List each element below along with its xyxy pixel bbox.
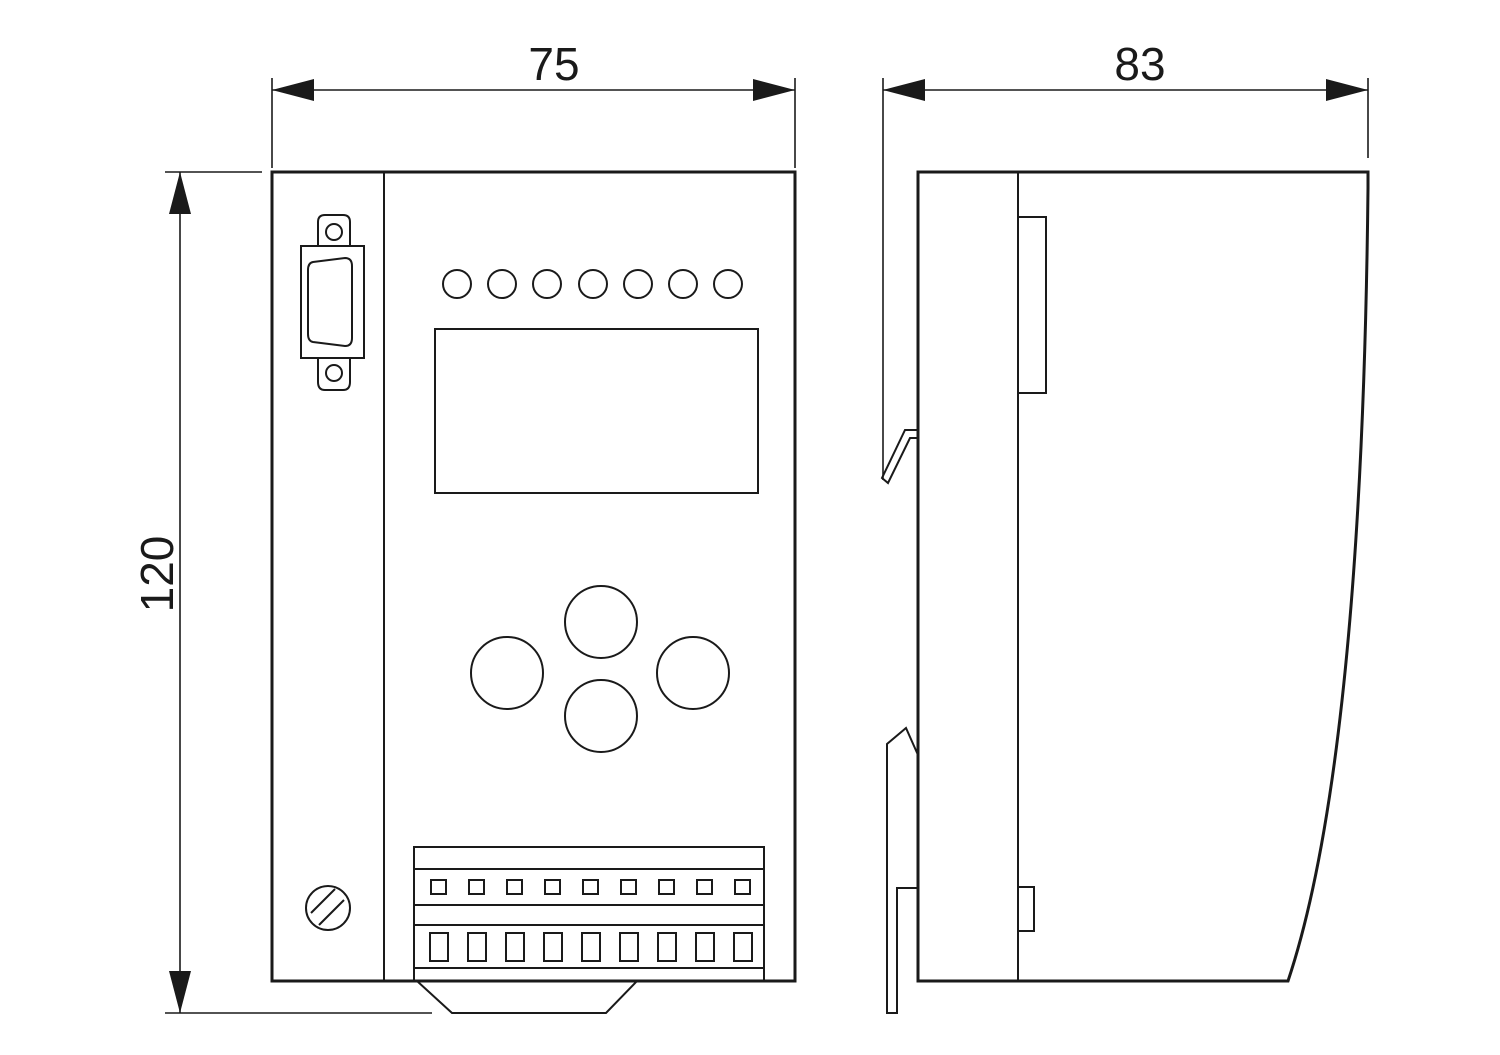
terminal-release-slot [658,879,675,895]
terminal-release-slot [734,879,751,895]
terminal-block-outline [413,846,765,981]
arrow-down-icon [169,971,191,1013]
arrow-left-icon [272,79,314,101]
depth-dimension: 83 [882,38,1369,480]
terminal-wire-entry [505,932,525,962]
terminal-wire-entry [543,932,563,962]
arrow-right-icon [1326,79,1368,101]
front-housing [270,170,797,983]
terminal-release-slot [506,879,523,895]
depth-label: 83 [1114,38,1165,90]
arrow-up-icon [169,172,191,214]
terminal-release-slot [430,879,447,895]
dsub-top-flange [317,214,351,246]
front-view [270,170,797,1014]
terminal-wire-entry [467,932,487,962]
led-indicator [487,269,517,299]
screw-slot-line [318,899,345,926]
terminal-release-slot [582,879,599,895]
screw-slot-line [310,888,336,914]
dsub-connector-icon [300,214,365,391]
button-down [564,679,638,753]
width-dimension: 75 [271,38,796,168]
led-indicator [623,269,653,299]
side-view [880,170,1370,1014]
terminal-wire-entry [733,932,753,962]
arrow-left-icon [883,79,925,101]
led-indicator [442,269,472,299]
terminal-wire-entry [695,932,715,962]
dsub-screw-bottom [325,364,343,382]
height-dimension: 120 [131,171,432,1014]
led-indicator [578,269,608,299]
dsub-shell [307,256,353,348]
arrow-right-icon [753,79,795,101]
height-label: 120 [131,536,183,613]
din-latch-bottom [886,726,919,1014]
led-row [442,269,743,299]
button-left [470,636,544,710]
terminal-release-slot [468,879,485,895]
din-clip [416,980,638,1014]
screw-head [305,885,351,931]
side-connector-profile [1017,216,1047,394]
terminal-wire-entry [619,932,639,962]
led-indicator [668,269,698,299]
width-label: 75 [528,38,579,90]
terminal-wire-entry [429,932,449,962]
led-indicator [713,269,743,299]
terminal-wire-entry [657,932,677,962]
terminal-release-slot [544,879,561,895]
din-hook-top [880,429,918,485]
terminal-wire-entry [581,932,601,962]
terminal-release-slot [620,879,637,895]
side-housing [916,170,1370,983]
screw-icon [305,885,351,931]
button-up [564,585,638,659]
button-right [656,636,730,710]
navigation-buttons [470,585,730,753]
terminal-block [413,846,765,981]
led-indicator [532,269,562,299]
dsub-body [300,245,365,359]
dsub-screw-top [325,223,343,241]
terminal-release-slot [696,879,713,895]
side-terminal-profile [1017,886,1035,932]
display-window [434,328,759,494]
dsub-bottom-flange [317,358,351,391]
